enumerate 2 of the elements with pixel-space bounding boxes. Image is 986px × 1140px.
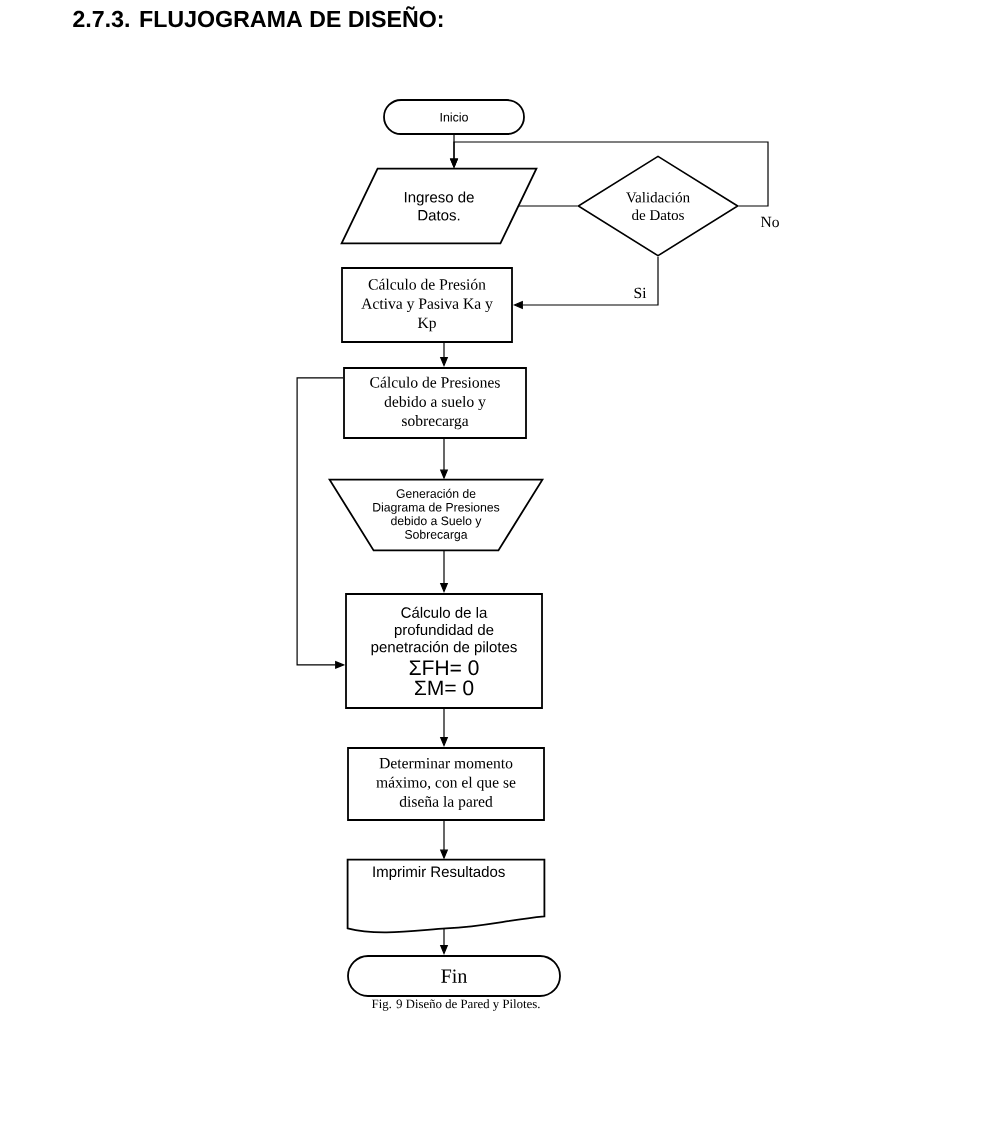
connector-line (517, 205, 578, 207)
title: 2.7.3. FLUJOGRAMA DE DISEÑO: (73, 6, 443, 28)
